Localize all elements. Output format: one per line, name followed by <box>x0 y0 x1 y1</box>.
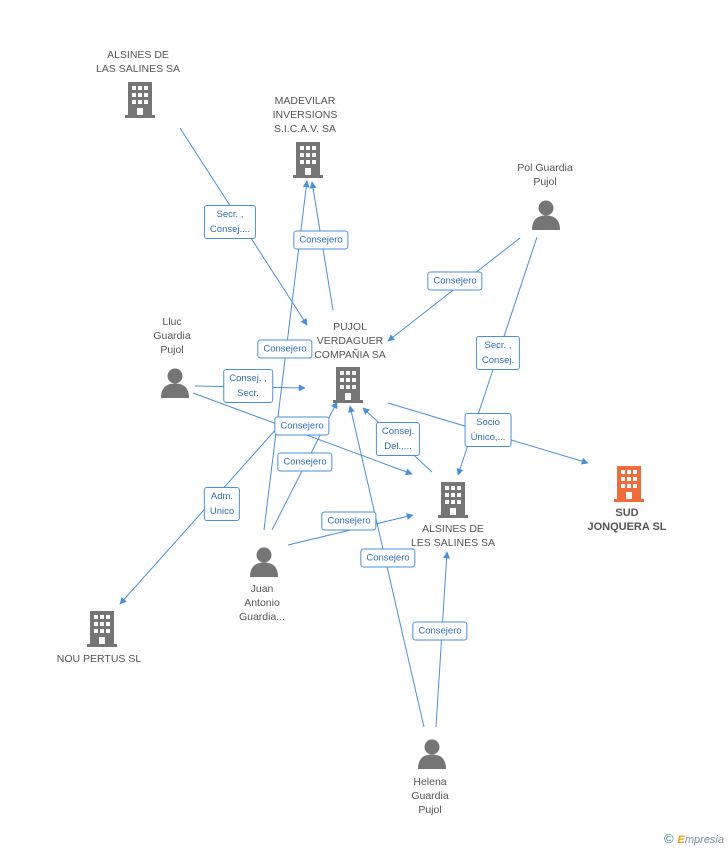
relationship-label[interactable]: Consejero <box>277 452 333 472</box>
node-label-alsines-salines[interactable]: ALSINES DE LAS SALINES SA <box>95 49 181 75</box>
company-building-icon[interactable] <box>125 82 155 118</box>
company-building-icon[interactable] <box>87 611 117 647</box>
company-building-icon[interactable] <box>438 482 468 518</box>
person-icon[interactable] <box>418 739 446 770</box>
node-label-nou[interactable]: NOU PERTUS SL <box>56 653 142 665</box>
node-label-lluc[interactable]: Lluc Guardia Pujol <box>153 316 191 356</box>
person-icon[interactable] <box>532 200 560 231</box>
node-label-madevilar[interactable]: MADEVILAR INVERSIONS S.I.C.A.V. SA <box>272 95 338 135</box>
node-label-juan[interactable]: Juan Antonio Guardia... <box>238 583 286 623</box>
copyright-icon: © <box>663 831 674 846</box>
person-icon[interactable] <box>250 547 278 578</box>
relationship-label[interactable]: Secr. , Consej.... <box>203 205 257 239</box>
relationship-label[interactable]: Socio Único,... <box>464 413 512 447</box>
relationship-label[interactable]: Consejero <box>274 416 330 436</box>
node-label-alsines-les[interactable]: ALSINES DE LES SALINES SA <box>410 523 496 549</box>
brand-footer: ©Empresia <box>664 831 724 846</box>
relationship-label[interactable]: Consejero <box>427 271 483 291</box>
relationship-label[interactable]: Consej. , Secr. <box>223 369 273 403</box>
node-label-helena[interactable]: Helena Guardia Pujol <box>411 776 449 816</box>
brand-logo-letter: E <box>677 834 685 846</box>
node-label-sud[interactable]: SUD JONQUERA SL <box>587 507 667 533</box>
company-building-icon[interactable] <box>333 367 363 403</box>
relationship-label[interactable]: Adm. Unico <box>203 487 241 521</box>
node-label-pujol[interactable]: PUJOL VERDAGUER COMPAÑIA SA <box>314 321 386 361</box>
relationship-label[interactable]: Consej. Del.,... <box>375 422 421 456</box>
relationship-edge <box>119 426 279 605</box>
company-building-icon[interactable] <box>293 142 323 178</box>
relationship-label[interactable]: Secr. , Consej. <box>475 336 521 370</box>
relationship-label[interactable]: Consejero <box>412 621 468 641</box>
node-label-pol[interactable]: Pol Guardia Pujol <box>517 162 573 188</box>
relationship-label[interactable]: Consejero <box>360 548 416 568</box>
person-icon[interactable] <box>161 368 189 399</box>
brand-name: mpresia <box>684 834 724 846</box>
relationship-label[interactable]: Consejero <box>257 339 313 359</box>
relationship-label[interactable]: Consejero <box>293 230 349 250</box>
company-building-icon[interactable] <box>614 466 644 502</box>
relationship-label[interactable]: Consejero <box>321 511 377 531</box>
